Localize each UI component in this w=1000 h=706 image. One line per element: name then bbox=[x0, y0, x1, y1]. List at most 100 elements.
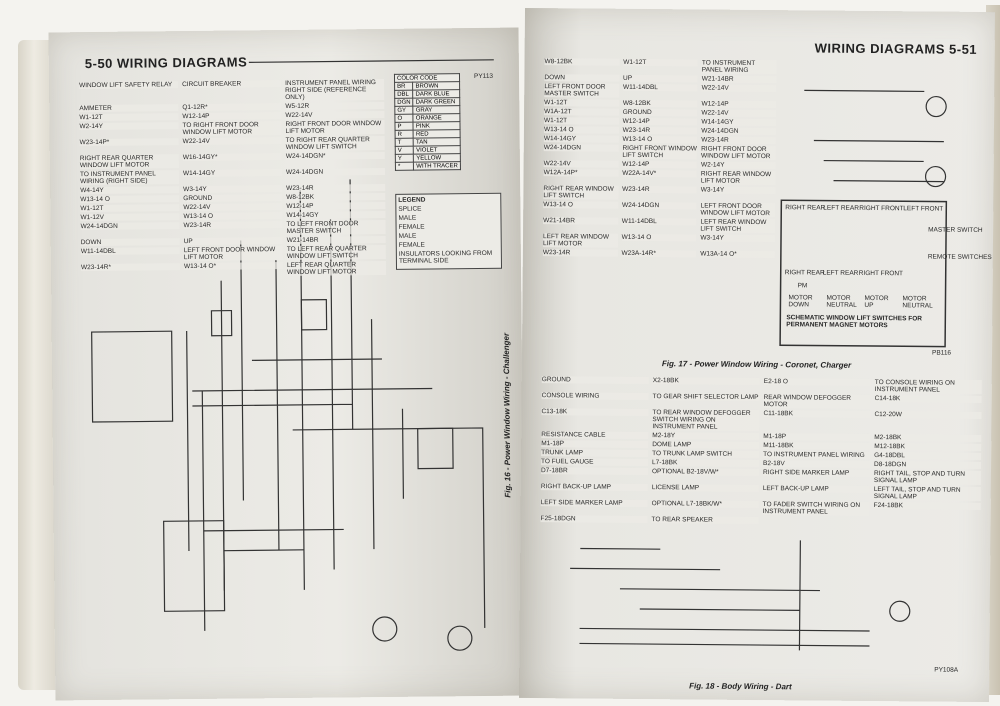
schematic-bottom-left-rear: LEFT REAR bbox=[822, 269, 859, 277]
fig17-caption: Fig. 17 - Power Window Wiring - Coronet,… bbox=[661, 359, 852, 370]
wire-label: M1-18P bbox=[763, 433, 871, 441]
wire-label: LICENSE LAMP bbox=[651, 484, 759, 493]
legend-splice: SPLICE bbox=[398, 205, 422, 213]
motor-state: MOTOR NEUTRAL bbox=[902, 295, 933, 310]
wire-label: RIGHT REAR QUARTER WINDOW LIFT MOTOR bbox=[79, 154, 179, 170]
wire-label: X2-18BK bbox=[652, 377, 760, 386]
motor-state: MOTOR DOWN bbox=[788, 294, 813, 309]
fig18-code: PY108A bbox=[934, 666, 959, 674]
wire-label: M1-18P bbox=[541, 440, 649, 449]
schematic-left-front: LEFT FRONT bbox=[903, 205, 944, 213]
wire-label: W22A-14V* bbox=[622, 169, 697, 178]
wire-label: W24-14DGN* bbox=[285, 151, 385, 161]
color-abbr: V bbox=[395, 146, 414, 155]
legend-male-2: MALE bbox=[398, 232, 417, 240]
wire-label: G4-18DBL bbox=[874, 452, 982, 460]
wire-label: OPTIONAL B2-18V/W* bbox=[651, 468, 760, 477]
wire-label: W3-14Y bbox=[700, 186, 776, 195]
wire-label: W16-14GY* bbox=[182, 153, 282, 162]
wire-label: W23-14R bbox=[622, 185, 697, 194]
color-abbr: Y bbox=[395, 154, 414, 163]
wire-label: W21-14BR bbox=[286, 235, 386, 244]
wire-label: W22-14V bbox=[182, 137, 282, 146]
wire-label: RIGHT REAR WINDOW LIFT SWITCH bbox=[543, 185, 619, 200]
right-page: WIRING DIAGRAMS 5-51 RIGHT REAR LEFT REA… bbox=[518, 7, 996, 703]
wire-label: TO REAR WINDOW DEFOGGER SWITCH WIRING ON… bbox=[652, 409, 760, 432]
wire-label: TO LEFT FRONT DOOR MASTER SWITCH bbox=[286, 219, 386, 235]
wire-label: LEFT REAR WINDOW LIFT SWITCH bbox=[700, 218, 776, 234]
wire-label: W8-12BK bbox=[544, 58, 620, 66]
wire-label: W3-14Y bbox=[183, 185, 283, 194]
wire-label: TO REAR SPEAKER bbox=[651, 516, 759, 525]
fig17-code: PB116 bbox=[931, 349, 952, 357]
remote-switches-label: REMOTE SWITCHES bbox=[927, 253, 992, 262]
wire-label: LEFT TAIL, STOP AND TURN SIGNAL LAMP bbox=[873, 486, 981, 501]
wire-label: M11-18BK bbox=[763, 442, 871, 450]
wire-label: W1-12V bbox=[80, 213, 180, 222]
wire-label: C14-18K bbox=[874, 395, 982, 403]
wire-label: RIGHT FRONT DOOR WINDOW LIFT MOTOR bbox=[285, 119, 385, 136]
wire-label: W11-14DBL bbox=[622, 83, 698, 92]
wire-label: AMMETER bbox=[79, 104, 179, 113]
wire-label: RIGHT TAIL, STOP AND TURN SIGNAL LAMP bbox=[873, 470, 981, 485]
wire-label: DOWN bbox=[544, 74, 620, 82]
wire-label: RIGHT BACK-UP LAMP bbox=[540, 483, 648, 492]
wire-label: W13A-14 O* bbox=[700, 250, 775, 259]
wire-label: W12-14P bbox=[286, 201, 386, 210]
wire-label: DOWN bbox=[80, 238, 180, 247]
master-switch-label: MASTER SWITCH bbox=[928, 226, 983, 234]
wire-label: W24-14DGN bbox=[621, 201, 697, 210]
schematic-right-rear: RIGHT REAR bbox=[785, 204, 826, 212]
wire-label: W22-14V bbox=[183, 203, 283, 212]
wire-label: RESISTANCE CABLE bbox=[541, 431, 649, 440]
color-abbr: BR bbox=[394, 82, 413, 91]
schematic-bottom-right-rear: RIGHT REAR bbox=[784, 269, 825, 277]
color-abbr: R bbox=[395, 130, 414, 139]
legend-female-2: FEMALE bbox=[398, 241, 425, 249]
wire-label: W12-14P bbox=[622, 117, 698, 126]
wire-label: OPTIONAL L7-18BK/W* bbox=[651, 500, 759, 509]
wiring-diagram-fig16 bbox=[91, 59, 494, 651]
wire-label: W22-14V bbox=[701, 84, 777, 93]
wire-label: L7-18BK bbox=[652, 459, 760, 468]
wire-label: W4-14Y bbox=[80, 186, 180, 195]
wire-label: LEFT REAR QUARTER WINDOW LIFT MOTOR bbox=[286, 260, 387, 276]
legend-box: LEGEND SPLICE MALE FEMALE MALE FEMALE IN… bbox=[395, 192, 503, 270]
wire-label: W24-14DGN bbox=[543, 144, 619, 152]
wire-label: W5-12R bbox=[285, 101, 385, 111]
color-abbr: GY bbox=[394, 106, 414, 115]
legend-title: LEGEND bbox=[398, 196, 426, 204]
wire-label: W14-14GY bbox=[286, 210, 386, 219]
wire-label: GROUND bbox=[622, 108, 698, 117]
wire-label: TO GEAR SHIFT SELECTOR LAMP bbox=[652, 393, 760, 402]
color-abbr: DBL bbox=[394, 90, 414, 99]
motor-state: MOTOR NEUTRAL bbox=[826, 294, 857, 309]
page-code: PY113 bbox=[473, 72, 494, 81]
wire-label: W24-14DGN bbox=[701, 127, 776, 136]
wire-label: W14-14GY bbox=[701, 118, 777, 127]
wire-label: TO INSTRUMENT PANEL WIRING (RIGHT SIDE) bbox=[79, 170, 180, 186]
wire-label: W14-14GY bbox=[543, 135, 619, 143]
wire-label: W23-14R bbox=[183, 221, 283, 230]
wire-label: W13-14 O* bbox=[183, 262, 284, 271]
color-abbr: T bbox=[395, 138, 414, 147]
wire-label: W8-12BK bbox=[622, 99, 698, 108]
wire-label: D8-18DGN bbox=[874, 461, 982, 469]
wire-label: UP bbox=[183, 237, 283, 246]
wire-label: Q1-12R* bbox=[182, 103, 282, 112]
wire-label: W22-14V bbox=[285, 110, 385, 120]
wire-label: TO LEFT REAR QUARTER WINDOW LIFT SWITCH bbox=[286, 244, 386, 260]
wire-label: W1-12T bbox=[623, 58, 698, 67]
wire-label: D7-18BR bbox=[540, 467, 649, 476]
wire-label: W12-14P bbox=[622, 160, 698, 169]
wire-label: RIGHT REAR WINDOW LIFT MOTOR bbox=[700, 170, 776, 186]
motor-state: MOTOR UP bbox=[864, 294, 889, 310]
wire-label: RIGHT FRONT WINDOW LIFT SWITCH bbox=[622, 144, 698, 160]
wire-label: W22-14V bbox=[701, 109, 777, 118]
wire-label: C11-18BK bbox=[763, 410, 871, 418]
wire-label: W23-14R bbox=[622, 126, 698, 135]
wire-label: E2-18 O bbox=[763, 378, 871, 386]
wire-label: W23-14R* bbox=[80, 263, 181, 272]
